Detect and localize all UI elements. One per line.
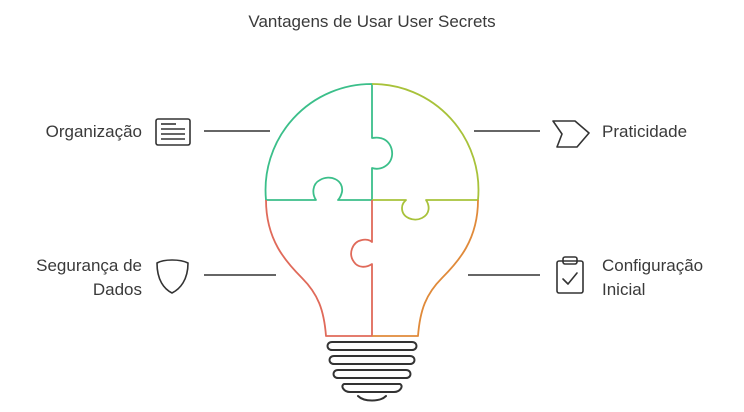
label-configuracao-line1: Configuração [602,256,704,275]
label-seguranca-line2: Dados [92,280,142,299]
bulb-quadrant-organizacao [264,83,394,201]
label-praticidade: Praticidade [602,122,688,141]
label-configuracao-inicial: Configuração Inicial [602,254,703,302]
bulb-quadrant-seguranca [265,199,373,337]
label-configuracao-line2: Inicial [602,280,646,299]
label-organizacao: Organização [45,122,142,141]
clipboard-check-icon [556,256,584,294]
arrow-right-outline-icon [552,120,590,148]
label-seguranca-de-dados: Segurança de Dados [36,254,142,302]
bulb-quadrant-configuracao [372,199,479,337]
label-seguranca-line1: Segurança de [36,256,142,275]
shield-icon [156,259,189,294]
diagram-title: Vantagens de Usar User Secrets [248,12,496,31]
document-lines-icon [155,118,191,146]
bulb-quadrant-praticidade [371,83,480,221]
bulb-base [326,341,418,402]
